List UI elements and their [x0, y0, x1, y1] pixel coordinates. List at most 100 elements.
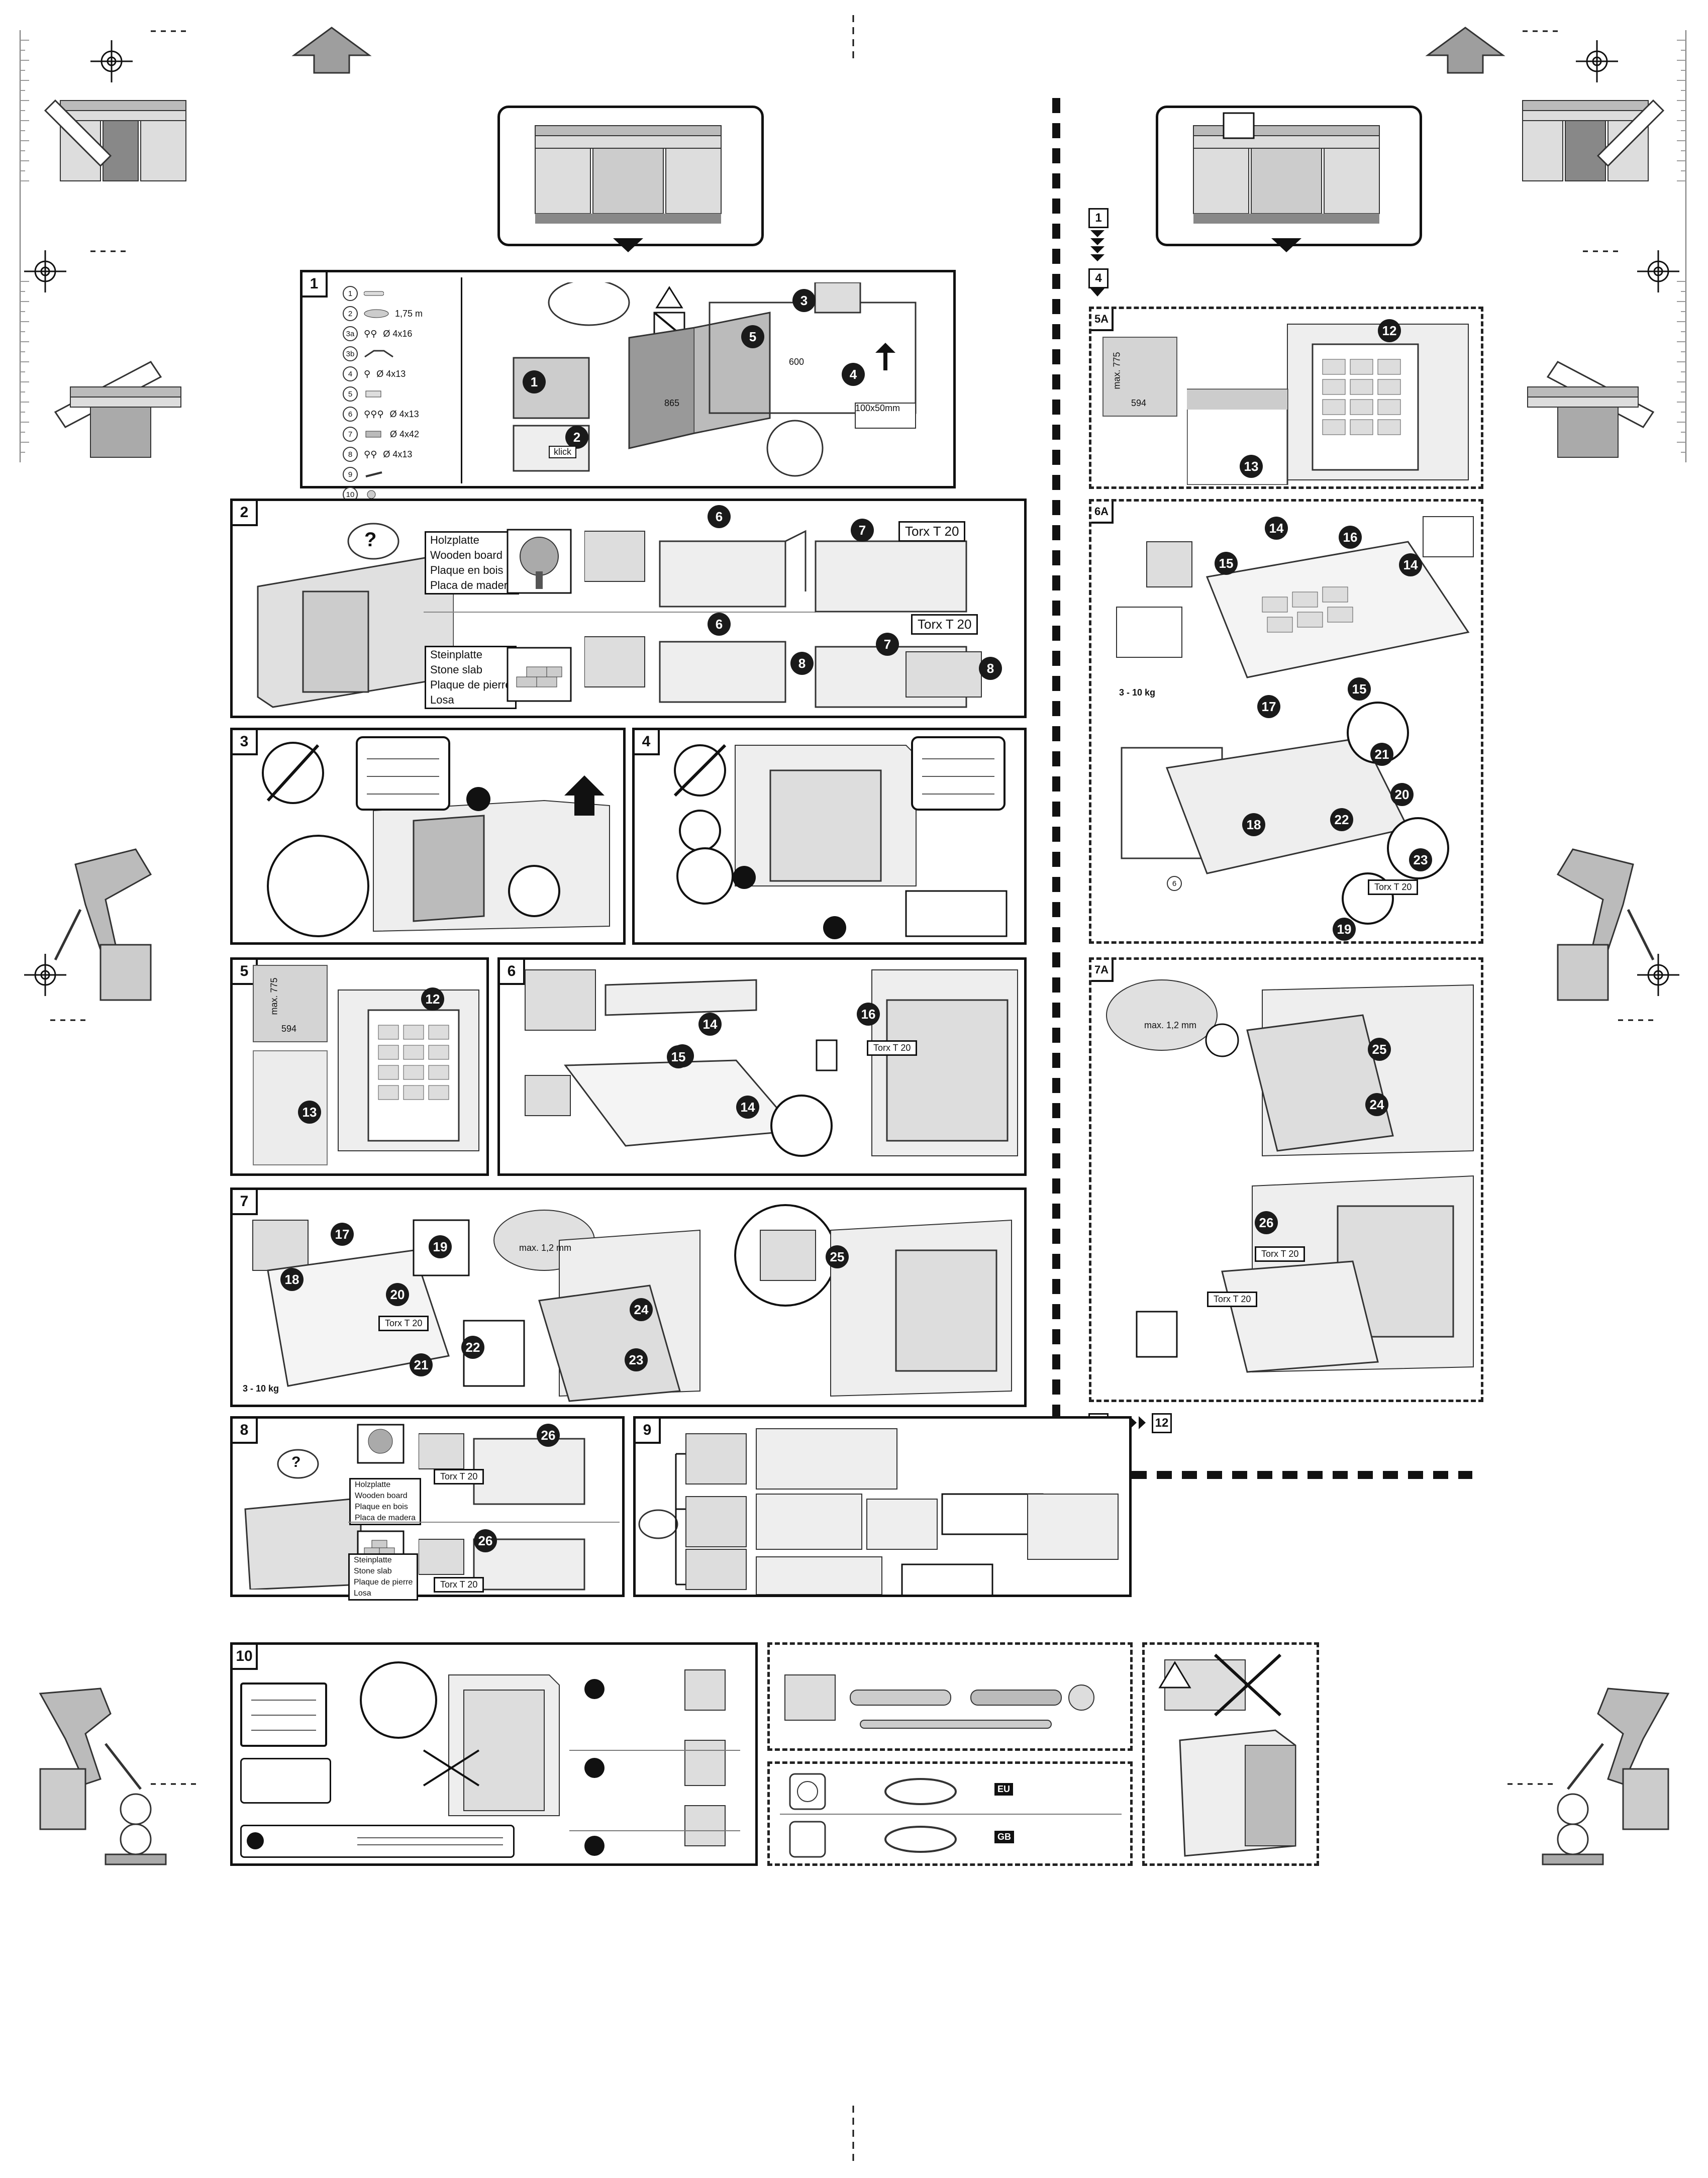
screw-icon: ⚲	[364, 368, 371, 379]
callout-6: 6	[708, 505, 731, 528]
step-2-mounting-illustration	[584, 530, 982, 708]
clip-part-icon	[365, 390, 381, 398]
blank-instruction-box	[240, 1682, 327, 1747]
stone-label-box: Steinplatte Stone slab Plaque de pierre …	[348, 1553, 419, 1601]
power-plugs-illustration	[780, 1773, 1122, 1858]
step-3-panel: 3	[230, 728, 626, 945]
torx-label: Torx T 20	[1207, 1292, 1258, 1307]
step-number: 9	[636, 1419, 661, 1444]
step-8-panel: 8 ? Holzplatte Wooden board Plaque en bo…	[230, 1416, 625, 1601]
callout-26: 26	[474, 1529, 497, 1552]
callout-23: 23	[625, 1348, 648, 1371]
callout-8: 8	[790, 652, 814, 675]
klick-label: klick	[549, 446, 576, 458]
warning-strip	[240, 1825, 515, 1858]
callout-6: 6	[708, 613, 731, 636]
torx-label: Torx T 20	[434, 1577, 484, 1593]
callout-23: 23	[1409, 848, 1432, 871]
callout-7: 7	[851, 519, 874, 542]
drill-icon	[54, 848, 152, 1001]
max-gap-label: max. 1,2 mm	[1144, 1020, 1197, 1030]
part-row: 6⚲⚲⚲Ø 4x13	[343, 404, 463, 424]
alternate-procedure-frame	[1052, 98, 1472, 1479]
callout-dot	[823, 916, 846, 939]
cabinet-pencil-marking-icon	[44, 99, 186, 181]
blank-instruction-box	[911, 736, 1006, 811]
callout-16: 16	[1339, 526, 1362, 549]
callout-16: 16	[857, 1003, 880, 1026]
callout-12: 12	[1378, 319, 1401, 342]
callout-18: 18	[280, 1268, 304, 1291]
step-number: 2	[233, 501, 258, 526]
step-5-panel: 5 max. 775 594 12 13	[230, 957, 489, 1176]
callout-14: 14	[736, 1096, 759, 1119]
callout-13: 13	[298, 1101, 321, 1124]
dimension-label: 600	[789, 357, 805, 367]
weight-label: 3 - 10 kg	[1119, 687, 1156, 698]
weight-label: 3 - 10 kg	[243, 1383, 279, 1394]
cabinet-level-icon	[54, 361, 181, 458]
free-standing-warning-panel	[1142, 1642, 1319, 1866]
callout-22: 22	[1330, 808, 1353, 831]
tree-icon	[357, 1424, 405, 1464]
callout-dot	[733, 866, 756, 889]
step-number: 8	[233, 1419, 258, 1444]
callout-13: 13	[1240, 455, 1263, 478]
drill-clamp-icon	[1542, 1688, 1670, 1865]
bracket-part-icon	[364, 350, 393, 358]
step-9-illustration	[638, 1428, 1119, 1595]
free-standing-warning-illustration	[1158, 1653, 1296, 1857]
hose-part-icon	[364, 291, 384, 296]
step-2-cabinet-illustration	[257, 523, 454, 708]
step-number: 7	[233, 1190, 258, 1215]
question-mark: ?	[291, 1454, 301, 1470]
torx-label: Torx T 20	[378, 1316, 429, 1331]
torx-label: Torx T 20	[434, 1469, 484, 1484]
callout-25: 25	[826, 1245, 849, 1268]
step-number: 5A	[1091, 309, 1114, 331]
drill-icon	[1556, 848, 1655, 1001]
power-cable-panel: EU GB	[767, 1761, 1133, 1866]
step-4-panel: 4	[632, 728, 1027, 945]
step-number: 7A	[1091, 960, 1114, 982]
step-6a-illustration	[1116, 516, 1474, 925]
callout-4: 4	[842, 363, 865, 386]
step-7a-illustration	[1106, 979, 1474, 1373]
dimension-diagram: max. 775 594	[1102, 337, 1177, 417]
screw-icon: ⚲⚲⚲	[364, 409, 384, 419]
part-6-marker: 6	[1167, 876, 1182, 891]
step-number: 4	[635, 730, 660, 755]
callout-18: 18	[1242, 813, 1265, 836]
callout-20: 20	[1390, 783, 1414, 806]
intro-callout-right	[1156, 106, 1422, 246]
stone-label-box: Steinplatte Stone slab Plaque de pierre …	[425, 646, 517, 709]
callout-14: 14	[698, 1013, 722, 1036]
callout-15: 15	[667, 1045, 690, 1068]
screw-icon: ⚲⚲	[364, 449, 377, 459]
strip-part-icon	[364, 309, 389, 318]
cabinet-installed-icon	[535, 125, 722, 224]
callout-dot	[584, 1836, 605, 1856]
part-row: 5	[343, 384, 463, 404]
step-7-illustration	[252, 1204, 1012, 1402]
step-10-panel: 10	[230, 1642, 758, 1866]
callout-3: 3	[792, 289, 816, 312]
warning-dot-icon	[247, 1832, 264, 1849]
callout-24: 24	[1365, 1093, 1388, 1116]
callout-dot	[584, 1758, 605, 1778]
divider	[424, 612, 816, 613]
callout-7: 7	[876, 633, 899, 656]
dimension-label: 865	[664, 398, 680, 408]
callout-15: 15	[1348, 677, 1371, 701]
callout-19: 19	[1333, 918, 1356, 941]
bricks-icon	[507, 647, 572, 702]
callout-12: 12	[421, 987, 444, 1011]
callout-21: 21	[1370, 743, 1393, 766]
part-row: 3a⚲⚲Ø 4x16	[343, 324, 463, 344]
footer-range-end: 12	[1152, 1413, 1172, 1433]
step-8-cabinet-illustration	[244, 1449, 362, 1590]
hinge-part-icon	[365, 431, 381, 438]
